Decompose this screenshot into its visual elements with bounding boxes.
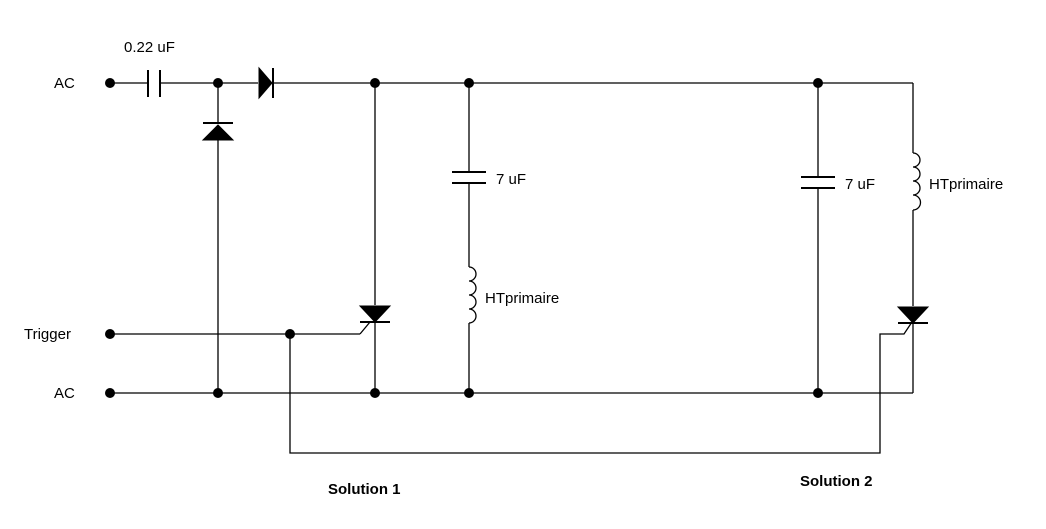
- capacitor-input: [147, 70, 161, 97]
- thyristor-solution2: [896, 306, 930, 324]
- label-ac-bottom: AC: [54, 385, 75, 402]
- label-solution1: Solution 1: [328, 481, 401, 498]
- capacitor-solution1: [452, 171, 486, 184]
- wire-trigger-gate1: [359, 321, 371, 335]
- diode-shunt: [201, 122, 235, 141]
- label-coil-solution1: HTprimaire: [485, 290, 559, 307]
- label-trigger: Trigger: [24, 326, 71, 343]
- junction-dot: [213, 388, 223, 398]
- label-cap-solution2: 7 uF: [845, 176, 875, 193]
- junction-dot: [813, 78, 823, 88]
- junction-dot: [464, 388, 474, 398]
- terminal-trigger: [105, 329, 115, 339]
- junction-dot: [285, 329, 295, 339]
- terminal-ac-top: [105, 78, 115, 88]
- label-cap-solution1: 7 uF: [496, 171, 526, 188]
- label-ac-top: AC: [54, 75, 75, 92]
- diode-series: [258, 66, 274, 100]
- label-solution2: Solution 2: [800, 473, 873, 490]
- wire-trigger-to-solution2: [289, 321, 913, 454]
- junction-dot: [370, 388, 380, 398]
- capacitor-solution2: [801, 176, 835, 189]
- terminal-ac-bottom: [105, 388, 115, 398]
- junction-dot: [213, 78, 223, 88]
- inductor-solution2: [912, 152, 922, 211]
- thyristor-solution1: [358, 305, 392, 323]
- junction-dot: [813, 388, 823, 398]
- junctions: [105, 78, 823, 398]
- label-coil-solution2: HTprimaire: [929, 176, 1003, 193]
- junction-dot: [464, 78, 474, 88]
- wires: [110, 82, 914, 454]
- junction-dot: [370, 78, 380, 88]
- inductor-solution1: [468, 266, 477, 324]
- label-cap-input: 0.22 uF: [124, 39, 175, 56]
